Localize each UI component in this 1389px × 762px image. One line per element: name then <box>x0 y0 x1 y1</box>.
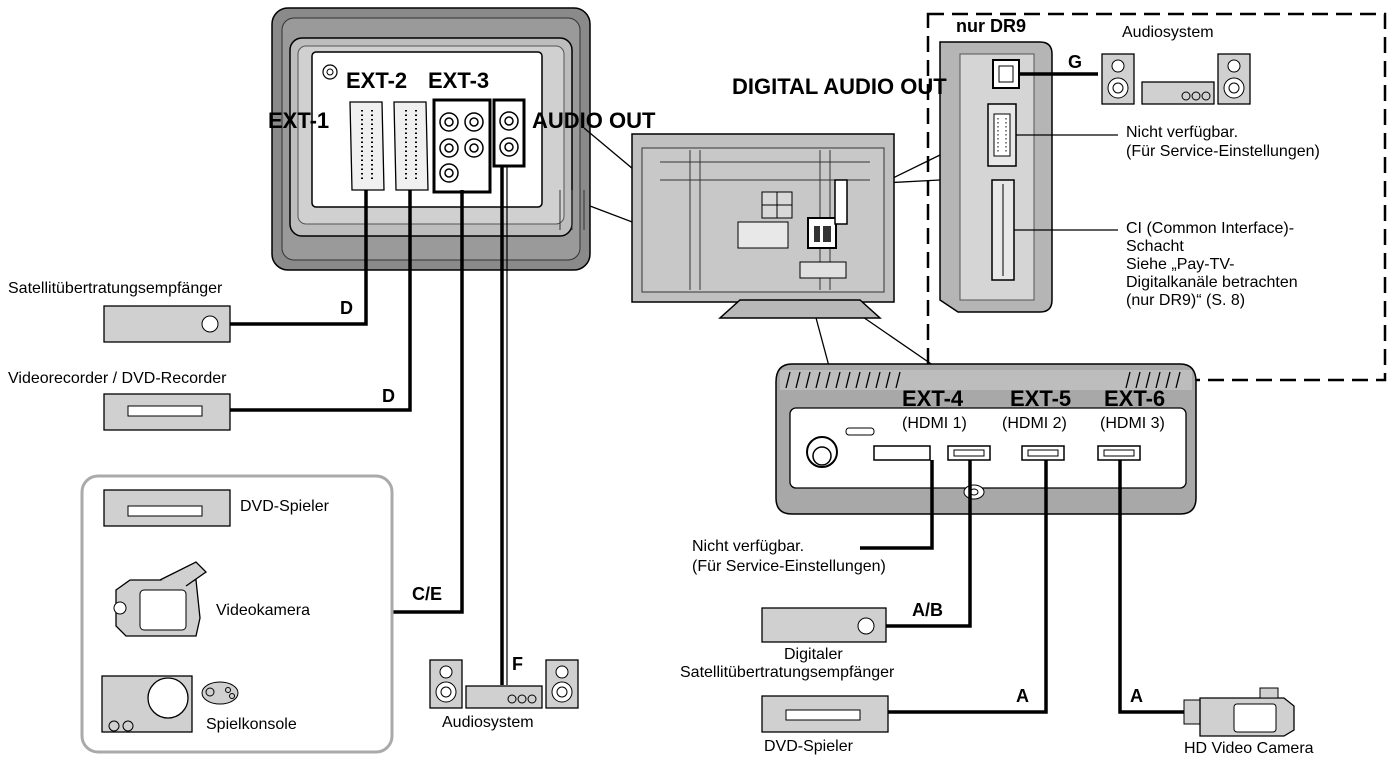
ci-label-2: Schacht <box>1126 238 1184 255</box>
ci-label-3: Siehe „Pay-TV- <box>1126 256 1235 273</box>
hd-camera-label: HD Video Camera <box>1184 740 1314 757</box>
d2-label: D <box>382 386 395 406</box>
hdmi3-label: (HDMI 3) <box>1100 415 1165 432</box>
right-dvd-player-label: DVD-Spieler <box>764 738 853 755</box>
ext1-label: EXT-1 <box>268 108 330 133</box>
video-recorder-graphic <box>103 393 231 431</box>
sat-receiver-label: Satellitübertratungsempfänger <box>8 280 223 297</box>
right-dvd-player-graphic <box>761 695 889 733</box>
ext4-label: EXT-4 <box>902 386 964 411</box>
digital-sat-label-2: Satellitübertratungsempfänger <box>680 664 895 681</box>
video-recorder-label: Videorecorder / DVD-Recorder <box>8 370 227 387</box>
ab-label: A/B <box>912 600 943 620</box>
sat-receiver-graphic <box>103 305 231 343</box>
digital-sat-label-1: Digitaler <box>784 646 843 663</box>
ce-label: C/E <box>412 584 443 604</box>
nur-dr9-label: nur DR9 <box>956 16 1027 36</box>
dvd-player-graphic <box>103 489 231 527</box>
digital-audio-out-label: DIGITAL AUDIO OUT <box>732 74 947 99</box>
audiosystem-graphic <box>429 659 579 709</box>
videocamera-graphic <box>113 561 208 637</box>
side-service-label: (Für Service-Einstellungen) <box>1126 143 1320 160</box>
game-console-label: Spielkonsole <box>206 716 297 733</box>
ci-label-5: (nur DR9)“ (S. 8) <box>1126 292 1246 309</box>
f-label: F <box>512 654 523 674</box>
tv-rear <box>631 133 895 319</box>
ci-label-1: CI (Common Interface)- <box>1126 220 1295 237</box>
hdmi-panel <box>775 363 1197 515</box>
hdmi-service-label: (Für Service-Einstellungen) <box>692 558 886 575</box>
hd-camera-graphic <box>1183 687 1295 737</box>
dr9-dashed-box <box>926 12 1387 382</box>
side-panel <box>939 41 1053 313</box>
hdmi-cables <box>860 460 1184 714</box>
digital-sat-receiver-graphic <box>761 607 887 643</box>
ext5-label: EXT-5 <box>1010 386 1072 411</box>
side-nicht-verfuegbar-label: Nicht verfügbar. <box>1126 124 1239 141</box>
device-group-box <box>80 474 394 754</box>
ext6-label: EXT-6 <box>1104 386 1166 411</box>
a1-label: A <box>1016 686 1029 706</box>
d1-label: D <box>340 298 353 318</box>
a2-label: A <box>1130 686 1143 706</box>
ext3-label: EXT-3 <box>428 68 490 93</box>
game-console-graphic <box>101 675 239 733</box>
dvd-player-label: DVD-Spieler <box>240 498 329 515</box>
hdmi2-label: (HDMI 2) <box>1002 415 1067 432</box>
videocamera-label: Videokamera <box>216 602 310 619</box>
rear-terminal-panel <box>271 7 591 271</box>
g-label: G <box>1068 52 1083 72</box>
audio-out-label: AUDIO OUT <box>532 108 656 133</box>
audiosystem-label: Audiosystem <box>442 714 534 731</box>
hdmi-nicht-verfuegbar-label: Nicht verfügbar. <box>692 538 805 555</box>
rear-cables <box>230 166 504 685</box>
dr9-audiosystem-graphic <box>1101 53 1251 105</box>
ext2-label: EXT-2 <box>346 68 408 93</box>
dr9-audiosystem-label: Audiosystem <box>1122 24 1214 41</box>
hdmi1-label: (HDMI 1) <box>902 415 967 432</box>
ci-label-4: Digitalkanäle betrachten <box>1126 274 1298 291</box>
